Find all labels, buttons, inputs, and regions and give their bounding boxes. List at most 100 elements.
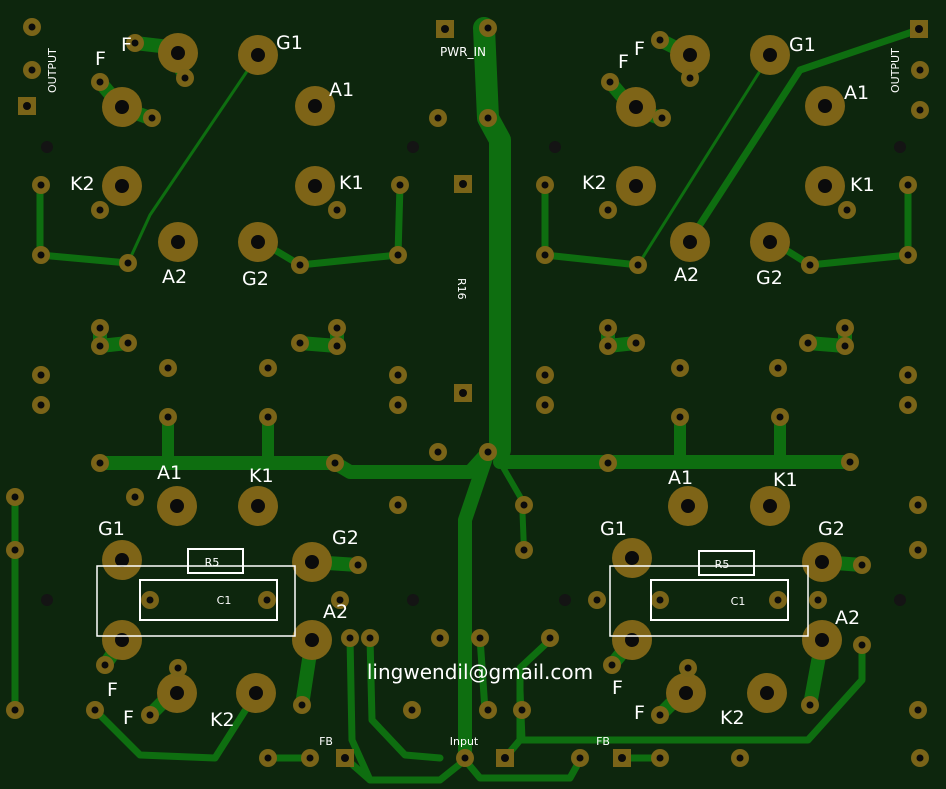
large-pad-hole [629, 100, 643, 114]
small-pad-hole [354, 561, 362, 569]
small-pad-hole [11, 493, 19, 501]
small-pad-hole [37, 181, 45, 189]
small-pad-hole [124, 339, 132, 347]
large-pad-hole [681, 499, 695, 513]
large-pad-hole [305, 633, 319, 647]
small-pad-hole [164, 413, 172, 421]
tr-a2-label: A2 [674, 264, 699, 286]
large-pad-hole [625, 551, 639, 565]
fb-right-label: FB [596, 735, 610, 748]
silkscreen [96, 548, 809, 637]
c1-left-label: C1 [217, 594, 232, 607]
tr-a1-label: A1 [844, 82, 869, 104]
small-pad-hole [658, 114, 666, 122]
large-pad-hole [629, 179, 643, 193]
small-pad-hole [436, 634, 444, 642]
bl-a2-label: A2 [323, 601, 348, 623]
small-pad-hole [841, 342, 849, 350]
bl-f1-label: F [107, 679, 118, 701]
mr-a1-label: A1 [668, 467, 693, 489]
small-pad-hole [37, 251, 45, 259]
small-pad-hole [346, 634, 354, 642]
small-pad-hole [914, 501, 922, 509]
small-pad-hole [916, 66, 924, 74]
small-pad-hole [96, 206, 104, 214]
tl-a2-label: A2 [162, 266, 187, 288]
small-pad-hole [541, 401, 549, 409]
ml-a1-label: A1 [157, 462, 182, 484]
small-pad-hole [11, 546, 19, 554]
small-pad-hole [333, 206, 341, 214]
small-pad-hole [91, 706, 99, 714]
large-pad-hole [683, 48, 697, 62]
small-pad-hole [916, 754, 924, 762]
small-pad-hole [634, 261, 642, 269]
mounting-holes [41, 141, 906, 606]
large-pad-hole [115, 100, 129, 114]
small-pad-hole [11, 706, 19, 714]
small-pad-hole [96, 459, 104, 467]
large-pad-hole [249, 686, 263, 700]
large-pad-hole [115, 633, 129, 647]
small-pad-hole [148, 114, 156, 122]
tr-k2-label: K2 [582, 172, 607, 194]
small-pad-hole [904, 181, 912, 189]
email-label: lingwendil@gmail.com [367, 660, 593, 684]
br-k2-label: K2 [720, 707, 745, 729]
small-pad-hole [131, 493, 139, 501]
small-pad-hole [684, 664, 692, 672]
large-pad-hole [815, 633, 829, 647]
small-pad-hole [394, 501, 402, 509]
small-pad-hole [520, 501, 528, 509]
small-pad-hole [394, 251, 402, 259]
small-pad-hole [814, 596, 822, 604]
large-pad-hole [305, 555, 319, 569]
tl-a1-label: A1 [329, 79, 354, 101]
small-pad-hole [776, 413, 784, 421]
left-rail-trace [93, 445, 495, 479]
tl-g2-label: G2 [242, 268, 269, 290]
small-pad-hole [461, 754, 469, 762]
small-pad-hole [264, 364, 272, 372]
small-pad-hole [296, 261, 304, 269]
small-pad-hole [904, 251, 912, 259]
mr-k1-label: K1 [773, 469, 798, 491]
c1-outline-right [609, 565, 809, 637]
small-pad-hole [576, 754, 584, 762]
small-pad-hole [904, 401, 912, 409]
small-pad-hole [520, 546, 528, 554]
r5-right-label: R5 [715, 558, 730, 571]
ml-k1-label: K1 [249, 465, 274, 487]
small-pad-hole [806, 701, 814, 709]
small-pad-hole [333, 324, 341, 332]
small-pad-hole [96, 324, 104, 332]
small-pad-hole [841, 324, 849, 332]
small-pad-hole [394, 371, 402, 379]
br-g1-label: G1 [600, 518, 627, 540]
bl-k2-label: K2 [210, 709, 235, 731]
square-pads [18, 20, 928, 767]
large-pad-hole [251, 48, 265, 62]
small-pad-hole [164, 364, 172, 372]
br-g2-label: G2 [818, 518, 845, 540]
r16-label: R16 [455, 278, 468, 300]
small-pad-hole [541, 251, 549, 259]
r5-left-label: R5 [205, 556, 220, 569]
small-pad-hole [484, 24, 492, 32]
small-pad-hole [264, 754, 272, 762]
small-pad-hole [686, 74, 694, 82]
small-pad-hole [904, 371, 912, 379]
small-pad-hole [101, 661, 109, 669]
small-pad-hole [656, 711, 664, 719]
small-pad-hole [96, 342, 104, 350]
large-pad-hole [308, 99, 322, 113]
input-trunk-trace [458, 445, 495, 767]
small-pad-hole [37, 401, 45, 409]
small-pad-hole [604, 324, 612, 332]
large-pads [102, 33, 845, 713]
br-a2-label: A2 [835, 607, 860, 629]
br-f2-label: F [634, 702, 645, 724]
small-pad-hole [804, 339, 812, 347]
large-pad-hole [170, 499, 184, 513]
